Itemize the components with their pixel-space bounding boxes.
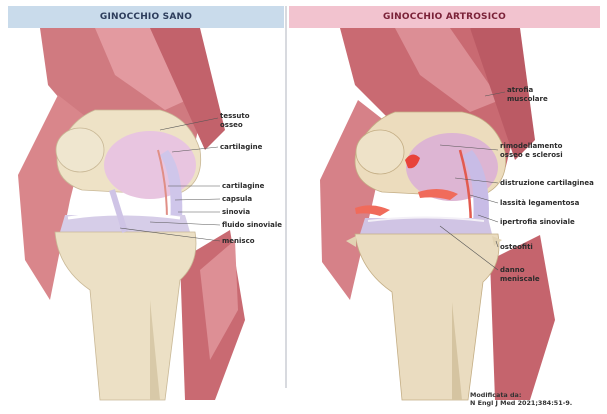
femoral-cartilage bbox=[104, 131, 196, 199]
label-capsula: capsula bbox=[222, 195, 252, 204]
tibia bbox=[55, 232, 196, 400]
credit-line1: Modificata da: bbox=[470, 391, 572, 399]
label-rimodellamento-line2: osseo e sclerosi bbox=[500, 151, 563, 160]
label-tessuto-line2: osseo bbox=[220, 121, 250, 130]
label-atrofia-line2: muscolare bbox=[507, 95, 548, 104]
healthy-knee-illustration bbox=[18, 28, 245, 400]
label-fluido-sinoviale: fluido sinoviale bbox=[222, 221, 282, 230]
label-rimodellamento-line1: rimodellamento bbox=[500, 142, 563, 151]
label-danno-line2: meniscale bbox=[500, 275, 540, 284]
calf-muscle bbox=[490, 235, 555, 400]
label-osteofiti: osteofiti bbox=[500, 243, 533, 252]
label-cartilagine: cartilagine bbox=[222, 182, 264, 191]
label-ipertrofia-sinoviale: ipertrofia sinoviale bbox=[500, 218, 575, 227]
tibia bbox=[355, 234, 499, 400]
credit-line2: N Engl J Med 2021;384:51-9. bbox=[470, 399, 572, 407]
label-lassita-legamentosa: lassità legamentosa bbox=[500, 199, 579, 208]
patella bbox=[56, 128, 104, 172]
label-tessuto-line1: tessuto bbox=[220, 112, 250, 121]
label-menisco: menisco bbox=[222, 237, 255, 246]
patella bbox=[356, 130, 404, 174]
label-sinovia: sinovia bbox=[222, 208, 250, 217]
label-tessuto-osseo: tessuto osseo bbox=[220, 112, 250, 130]
arthritic-knee-illustration bbox=[320, 28, 555, 400]
source-credit: Modificata da: N Engl J Med 2021;384:51-… bbox=[470, 391, 572, 407]
label-cartilagine-top: cartilagine bbox=[220, 143, 262, 152]
label-rimodellamento: rimodellamento osseo e sclerosi bbox=[500, 142, 563, 160]
label-atrofia-muscolare: atrofia muscolare bbox=[507, 86, 548, 104]
label-atrofia-line1: atrofia bbox=[507, 86, 548, 95]
label-danno-meniscale: danno meniscale bbox=[500, 266, 540, 284]
label-danno-line1: danno bbox=[500, 266, 540, 275]
label-distruzione-cartilaginea: distruzione cartilaginea bbox=[500, 179, 594, 188]
